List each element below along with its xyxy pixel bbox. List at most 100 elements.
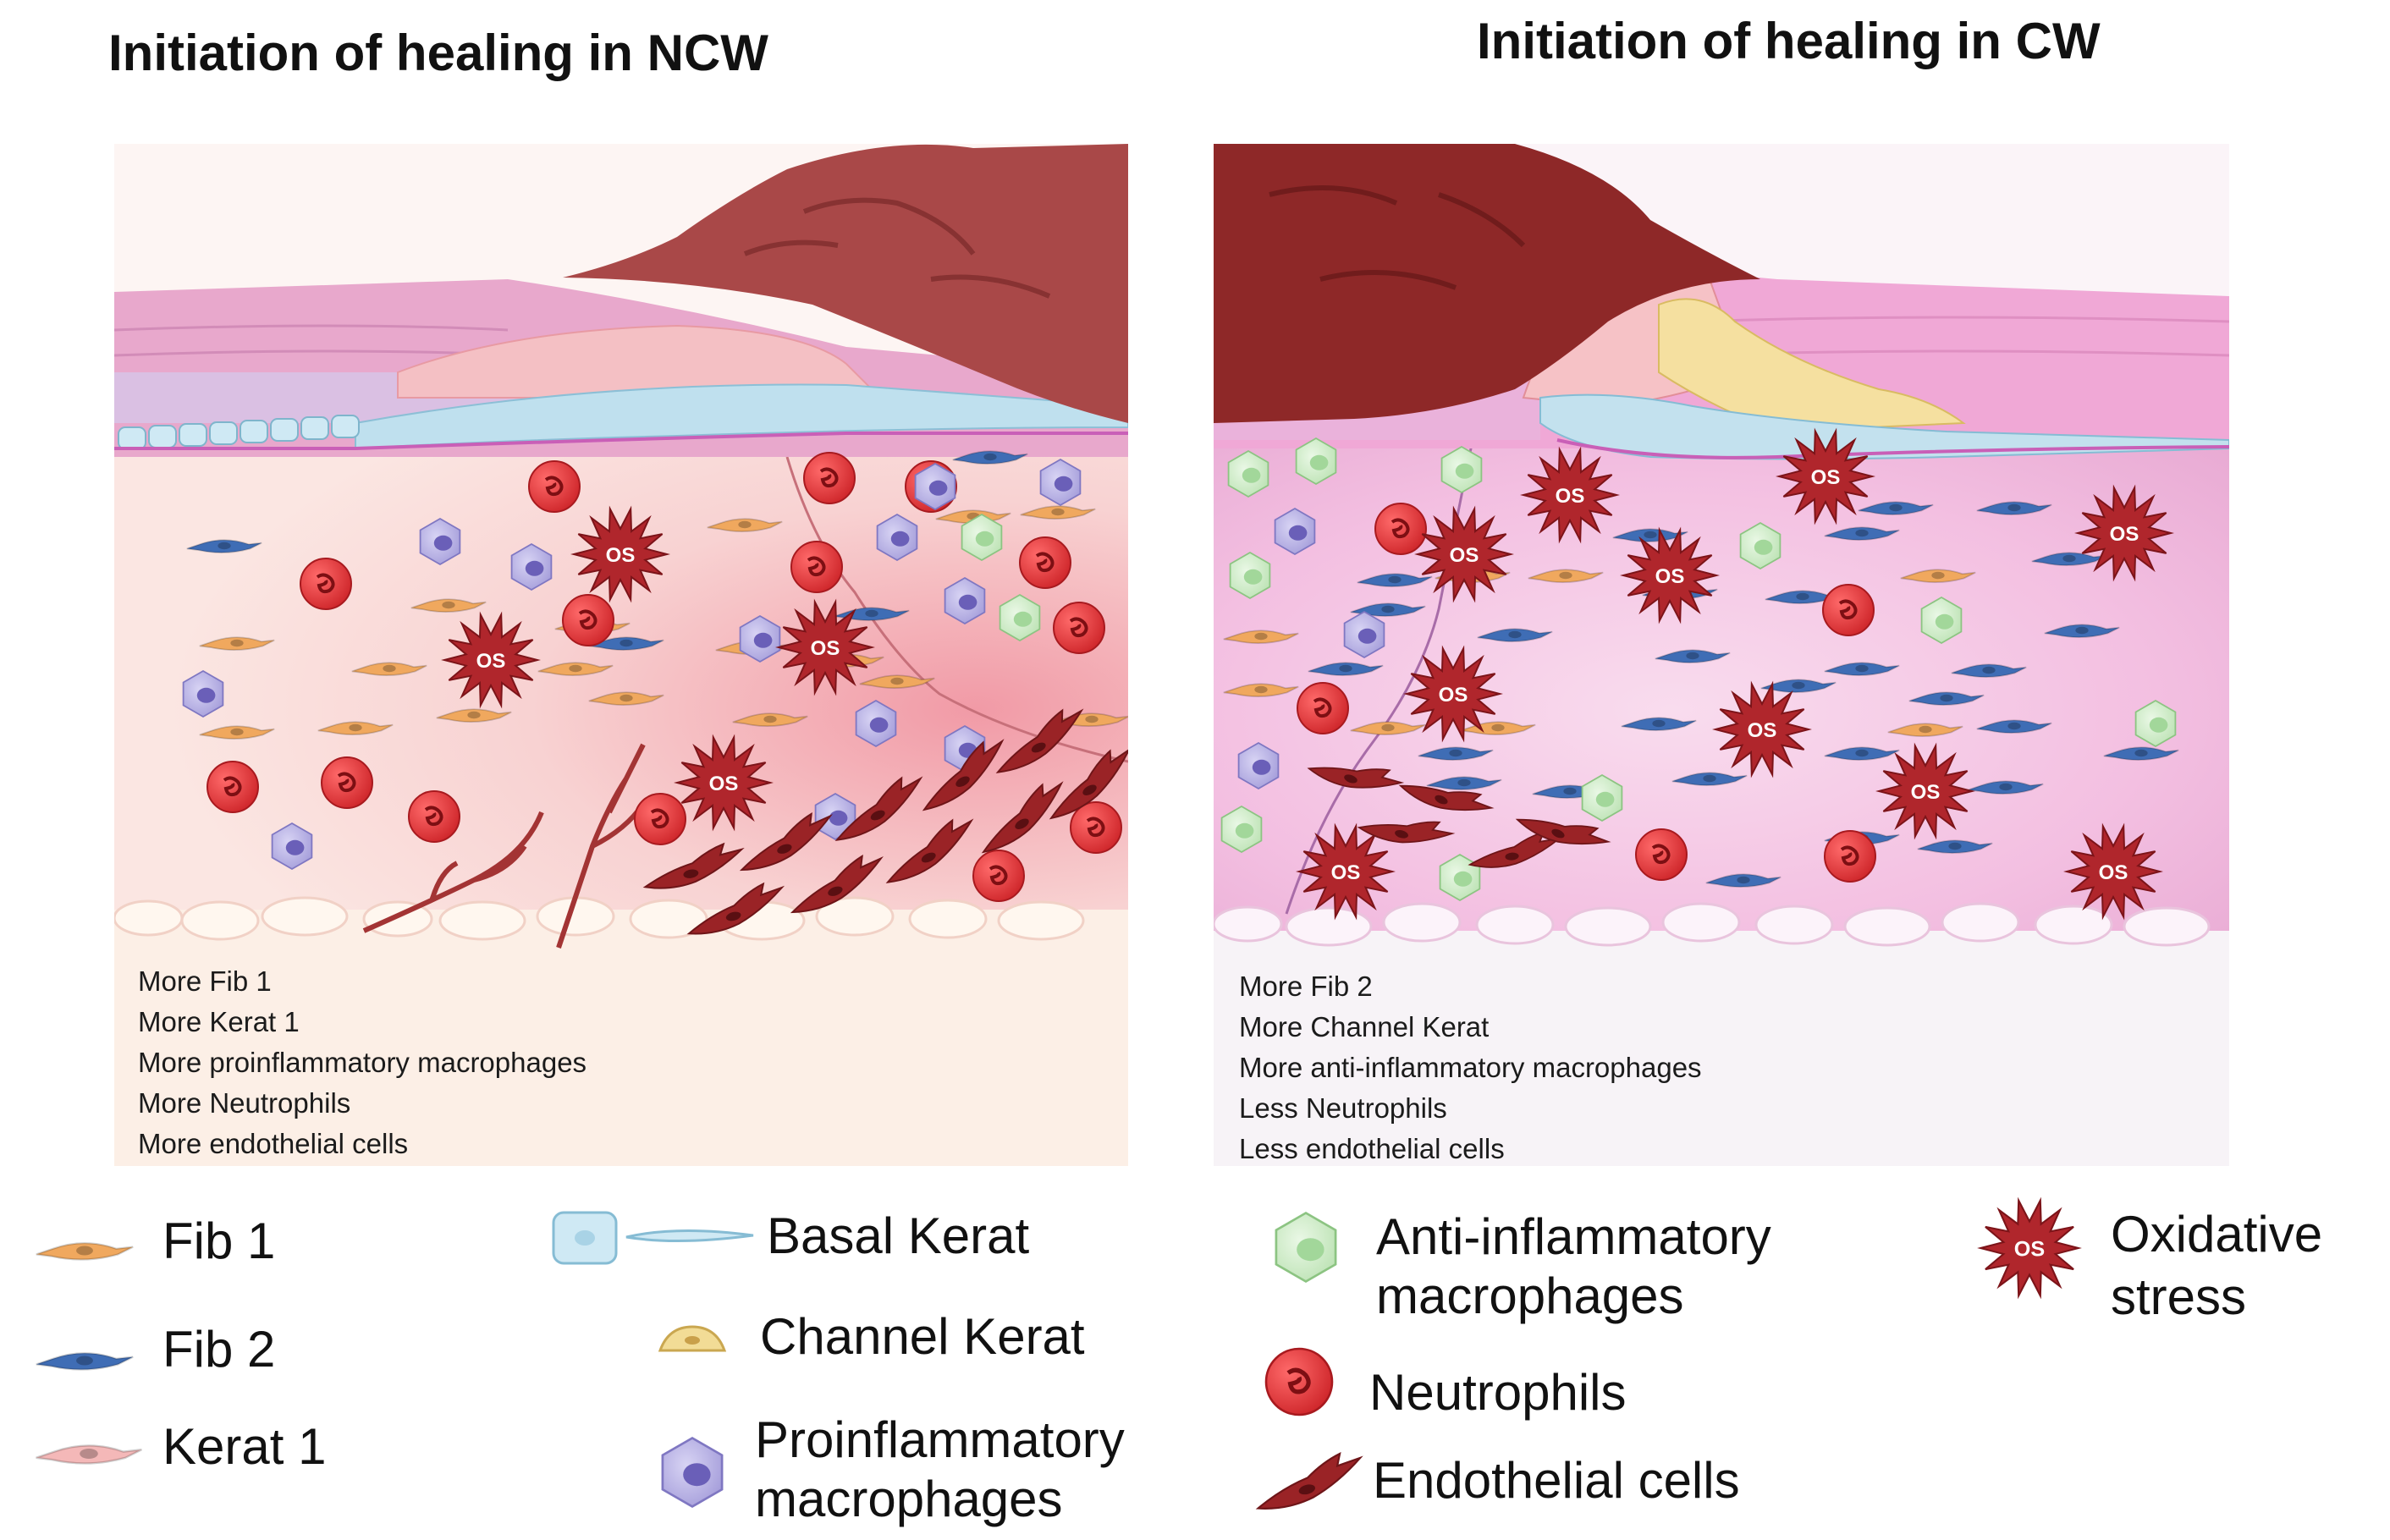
neutrophil-cell xyxy=(300,558,352,610)
fib2-cell xyxy=(1760,679,1837,693)
left-dermis-boundary xyxy=(785,456,1128,763)
fib2-cell xyxy=(1612,528,1688,542)
os-label: OS xyxy=(1556,485,1585,508)
legend-icons: OS xyxy=(36,1196,2082,1510)
legend-label-neutrophils: Neutrophils xyxy=(1369,1364,1627,1421)
oxidative-stress-marker: OS xyxy=(441,611,541,709)
right-summary-line: Less Neutrophils xyxy=(1239,1092,1447,1124)
legend-label-oxidative-stress: Oxidative stress xyxy=(2111,1203,2322,1328)
fib2-cell xyxy=(1655,649,1731,663)
fib2-cell xyxy=(1426,776,1502,790)
os-label: OS xyxy=(1748,719,1777,742)
oxidative-stress-marker: OS xyxy=(2074,484,2174,582)
legend-label-fib2: Fib 2 xyxy=(162,1321,276,1378)
left-basal-row xyxy=(118,415,360,450)
right-panel-title: Initiation of healing in CW xyxy=(1477,13,2101,69)
proinflammatory-macrophage xyxy=(182,669,224,718)
proinflammatory-macrophage xyxy=(1039,458,1082,507)
fib1-cell xyxy=(351,662,427,676)
fib2-cell xyxy=(1671,772,1748,786)
fib1-cell xyxy=(1528,569,1604,583)
endothelial-cell xyxy=(642,842,745,889)
anti-inflammatory-macrophage xyxy=(1440,445,1483,494)
proinflammatory-legend-icon xyxy=(661,1436,724,1509)
legend-label-endothelial: Endothelial cells xyxy=(1373,1452,1740,1509)
fib1-cell xyxy=(1887,723,1963,737)
right-scab xyxy=(1214,144,1760,423)
fib1-cell xyxy=(436,708,512,723)
fib2-cell xyxy=(1858,501,1934,515)
neutrophil-cell xyxy=(803,452,856,504)
fib2-cell xyxy=(1951,663,2027,678)
endothelial-cell xyxy=(922,739,1005,811)
right-basal-wedge xyxy=(1539,393,2229,460)
endothelial-cell xyxy=(981,781,1064,854)
legend-label-anti-inflammatory-line1: Anti-inflammatory xyxy=(1376,1208,1771,1265)
fib2-cell xyxy=(1418,746,1494,761)
legend-label-proinflammatory-line2: macrophages xyxy=(755,1471,1063,1527)
fib1-cell xyxy=(199,725,275,740)
fib1-cell xyxy=(1350,721,1426,735)
fib2-cell xyxy=(1908,691,1985,706)
proinflammatory-macrophage xyxy=(855,699,897,748)
left-basal-sheet xyxy=(355,383,1128,450)
fib2-cell xyxy=(1308,662,1384,676)
right-summary-line: Less endothelial cells xyxy=(1239,1133,1505,1164)
endothelial-cell xyxy=(885,818,974,883)
legend-label-basal-kerat: Basal Kerat xyxy=(767,1207,1030,1264)
fib2-cell xyxy=(186,539,262,553)
fib1-cell xyxy=(410,598,487,613)
endothelial-legend-icon xyxy=(1255,1452,1363,1510)
endothelial-cell xyxy=(1049,747,1128,820)
fib2-cell xyxy=(588,636,664,651)
anti-inflammatory-macrophage xyxy=(1920,596,1963,645)
left-summary-line: More Fib 1 xyxy=(138,965,272,997)
neutrophil-cell xyxy=(634,793,686,845)
proinflammatory-macrophage xyxy=(944,576,986,625)
left-summary-line: More Kerat 1 xyxy=(138,1006,300,1037)
fib2-cell xyxy=(1350,602,1426,617)
os-label: OS xyxy=(1655,565,1685,588)
oxidative-stress-marker: OS xyxy=(1620,526,1720,624)
fib1-cell xyxy=(537,662,614,676)
os-label: OS xyxy=(476,650,506,673)
neutrophil-cell xyxy=(972,850,1025,902)
proinflammatory-macrophage xyxy=(1343,610,1385,659)
legend-label-proinflammatory-line1: Proinflammatory xyxy=(755,1411,1125,1468)
right-summary-line: More Channel Kerat xyxy=(1239,1011,1490,1042)
fib2-cell xyxy=(1824,746,1900,761)
neutrophil-cell xyxy=(1635,828,1688,881)
neutrophil-cell xyxy=(562,594,614,646)
neutrophil-cell xyxy=(1374,503,1427,555)
oxidative-stress-marker: OS xyxy=(1414,505,1514,603)
os-label: OS xyxy=(1450,544,1479,567)
neutrophil-cell xyxy=(207,761,259,813)
endothelial-cell xyxy=(834,776,923,841)
fib2-cell xyxy=(1705,873,1781,888)
oxidative-stress-legend-icon: OS xyxy=(1977,1196,2082,1300)
right-summary-line: More Fib 2 xyxy=(1239,971,1373,1002)
neutrophil-cell xyxy=(321,756,373,809)
fib1-cell xyxy=(732,712,808,727)
oxidative-stress-marker: OS xyxy=(1520,446,1620,544)
os-label: OS xyxy=(1811,466,1841,489)
oxidative-stress-marker: OS xyxy=(2063,822,2163,921)
legend-label-oxidative-line1: Oxidative xyxy=(2111,1206,2323,1262)
anti-inflammatory-macrophage xyxy=(999,593,1041,642)
legend-label-anti-inflammatory: Anti-inflammatory macrophages xyxy=(1376,1207,1771,1326)
anti-inflammatory-macrophage xyxy=(1581,773,1623,822)
left-panel-summary: More Fib 1 More Kerat 1 More proinflamma… xyxy=(138,961,586,1164)
os-label: OS xyxy=(1439,684,1468,707)
anti-inflammatory-macrophage xyxy=(1739,521,1781,570)
legend-label-proinflammatory: Proinflammatory macrophages xyxy=(755,1411,1125,1529)
neutrophil-cell xyxy=(1053,602,1105,654)
endothelial-cell xyxy=(1515,818,1611,845)
fib1-cell xyxy=(1900,569,1976,583)
neutrophil-cell xyxy=(408,790,460,843)
fib2-cell xyxy=(1477,628,1553,642)
os-label: OS xyxy=(709,773,739,795)
proinflammatory-macrophage xyxy=(876,513,918,562)
fib1-cell xyxy=(317,721,394,735)
neutrophil-legend-icon xyxy=(1264,1347,1334,1416)
neutrophil-cell xyxy=(528,460,581,513)
